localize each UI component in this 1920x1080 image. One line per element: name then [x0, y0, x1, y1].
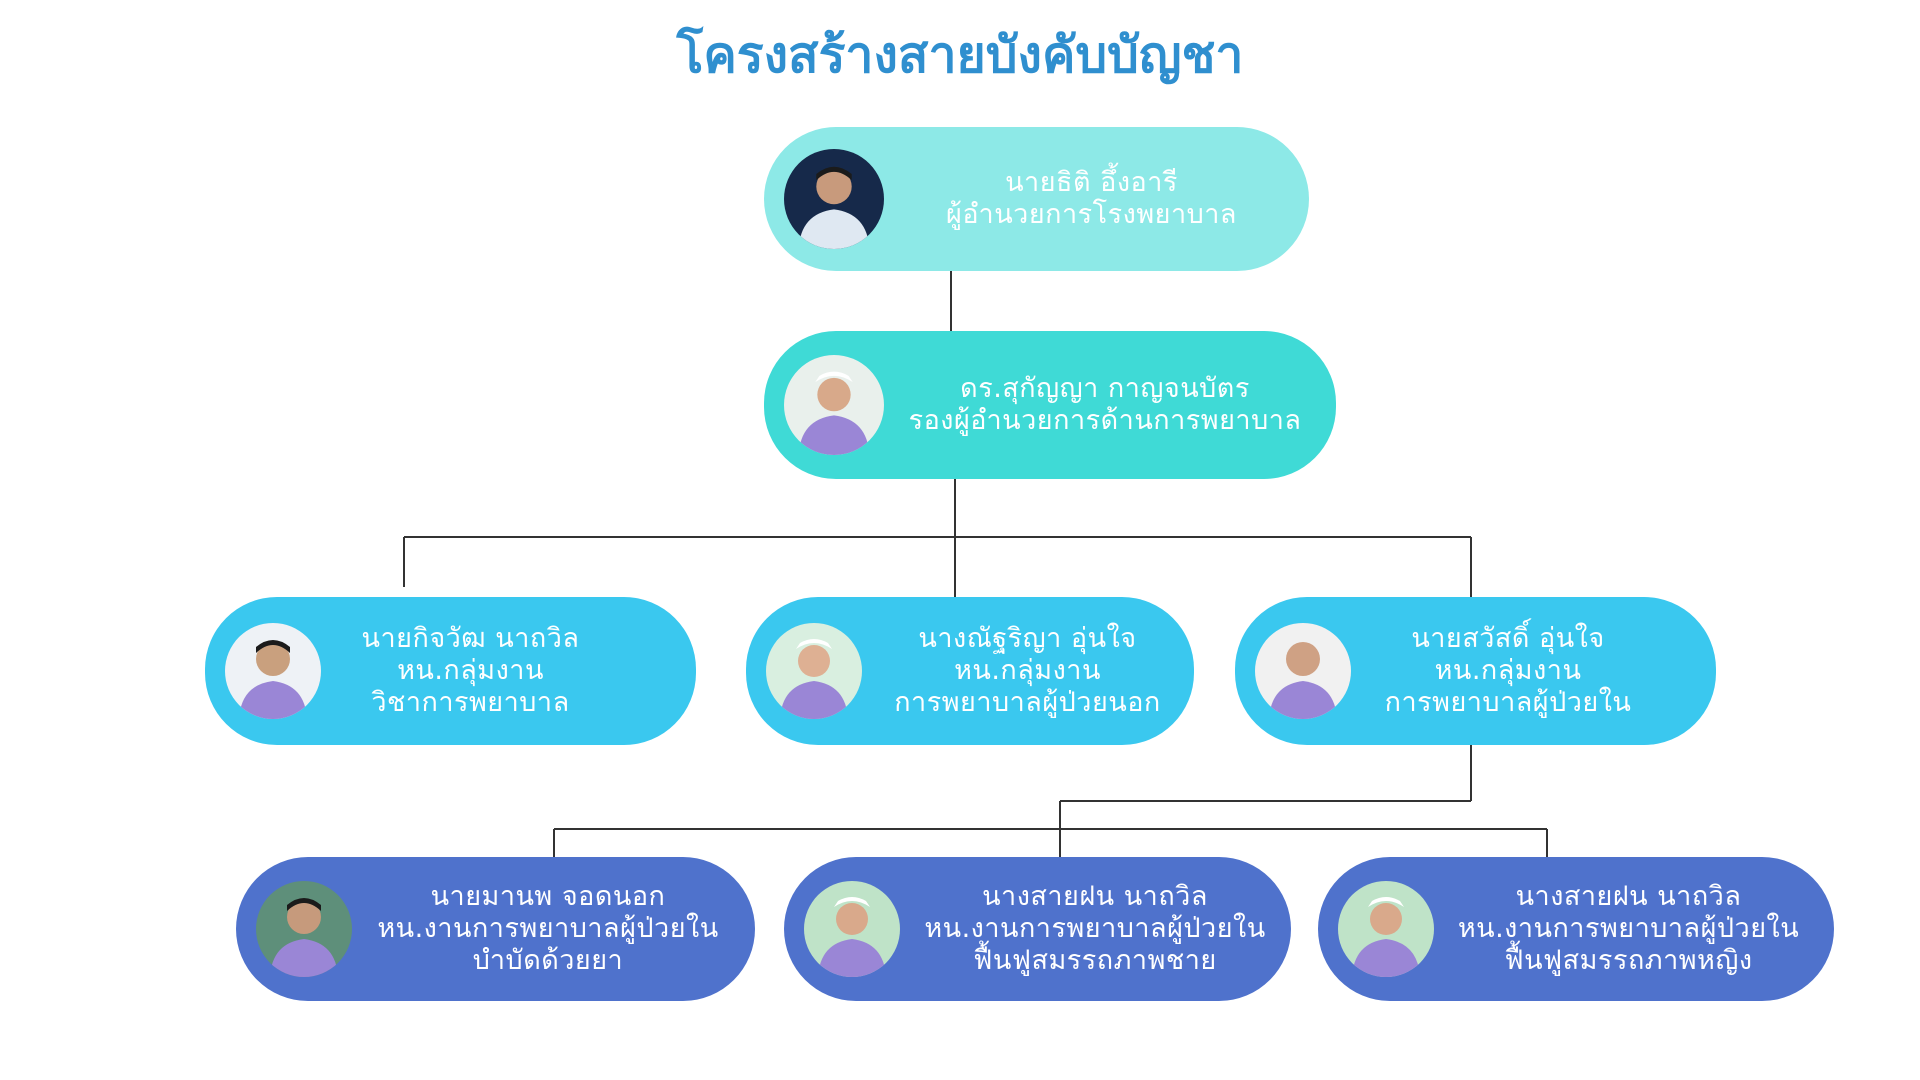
node-department: ฟื้นฟูสมรรถภาพหญิง [1504, 945, 1753, 976]
node-position: หน.งานการพยาบาลผู้ป่วยใน [1457, 913, 1800, 944]
node-name: นายสวัสดิ์ อุ่นใจ [1411, 623, 1605, 654]
node-position: หน.งานการพยาบาลผู้ป่วยใน [377, 913, 719, 944]
node-text: นางณัฐริญา อุ่นใจ หน.กลุ่มงาน การพยาบาลผ… [871, 597, 1184, 745]
node-position: หน.กลุ่มงาน [954, 655, 1101, 686]
node-text: นางสายฝน นาถวิล หน.งานการพยาบาลผู้ป่วยใน… [1443, 857, 1814, 1001]
nurse-avatar-icon [1338, 881, 1434, 977]
node-text: นายกิจวัฒ นาถวิล หน.กลุ่มงาน วิชาการพยาบ… [325, 597, 616, 745]
node-text: ดร.สุกัญญา กาญจนบัตร รองผู้อำนวยการด้านก… [894, 331, 1316, 479]
node-name: นางสายฝน นาถวิล [1515, 881, 1742, 912]
node-department: วิชาการพยาบาล [371, 687, 570, 718]
node-department: ฟื้นฟูสมรรถภาพชาย [973, 945, 1217, 976]
node-position: หน.กลุ่มงาน [1434, 655, 1582, 686]
node-name: นายธิติ อึ้งอารี [1005, 167, 1178, 198]
org-node-academic[interactable]: นายกิจวัฒ นาถวิล หน.กลุ่มงาน วิชาการพยาบ… [205, 597, 696, 745]
node-name: นางสายฝน นาถวิล [982, 881, 1208, 912]
node-position: หน.งานการพยาบาลผู้ป่วยใน [924, 913, 1266, 944]
org-node-drug-therapy[interactable]: นายมานพ จอดนอก หน.งานการพยาบาลผู้ป่วยใน … [236, 857, 755, 1001]
node-position: ผู้อำนวยการโรงพยาบาล [946, 199, 1237, 230]
person-avatar-icon [256, 881, 352, 977]
node-department: การพยาบาลผู้ป่วยนอก [894, 687, 1161, 718]
node-text: นายมานพ จอดนอก หน.งานการพยาบาลผู้ป่วยใน … [361, 857, 735, 1001]
person-avatar-icon [784, 149, 884, 249]
nurse-avatar-icon [804, 881, 900, 977]
org-node-rehab-female[interactable]: นางสายฝน นาถวิล หน.งานการพยาบาลผู้ป่วยใน… [1318, 857, 1834, 1001]
title-area: โครงสร้างสายบังคับบัญชา [0, 0, 1920, 100]
node-text: นายธิติ อึ้งอารี ผู้อำนวยการโรงพยาบาล [894, 127, 1289, 271]
node-position: รองผู้อำนวยการด้านการพยาบาล [908, 405, 1302, 436]
person-avatar-icon [225, 623, 321, 719]
nurse-avatar-icon [766, 623, 862, 719]
node-name: ดร.สุกัญญา กาญจนบัตร [960, 373, 1250, 404]
node-text: นางสายฝน นาถวิล หน.งานการพยาบาลผู้ป่วยใน… [909, 857, 1281, 1001]
person-avatar-icon [1255, 623, 1351, 719]
org-node-rehab-male[interactable]: นางสายฝน นาถวิล หน.งานการพยาบาลผู้ป่วยใน… [784, 857, 1291, 1001]
node-name: นายกิจวัฒ นาถวิล [361, 623, 580, 654]
org-node-opd[interactable]: นางณัฐริญา อุ่นใจ หน.กลุ่มงาน การพยาบาลผ… [746, 597, 1194, 745]
org-node-ipd[interactable]: นายสวัสดิ์ อุ่นใจ หน.กลุ่มงาน การพยาบาลผ… [1235, 597, 1716, 745]
chart-title: โครงสร้างสายบังคับบัญชา [676, 26, 1244, 84]
node-department: การพยาบาลผู้ป่วยใน [1384, 687, 1632, 718]
node-text: นายสวัสดิ์ อุ่นใจ หน.กลุ่มงาน การพยาบาลผ… [1360, 597, 1656, 745]
org-node-deputy[interactable]: ดร.สุกัญญา กาญจนบัตร รองผู้อำนวยการด้านก… [764, 331, 1336, 479]
node-name: นายมานพ จอดนอก [430, 881, 666, 912]
node-department: บำบัดด้วยยา [472, 945, 624, 976]
org-node-director[interactable]: นายธิติ อึ้งอารี ผู้อำนวยการโรงพยาบาล [764, 127, 1309, 271]
nurse-avatar-icon [784, 355, 884, 455]
node-position: หน.กลุ่มงาน [397, 655, 544, 686]
node-name: นางณัฐริญา อุ่นใจ [918, 623, 1137, 654]
